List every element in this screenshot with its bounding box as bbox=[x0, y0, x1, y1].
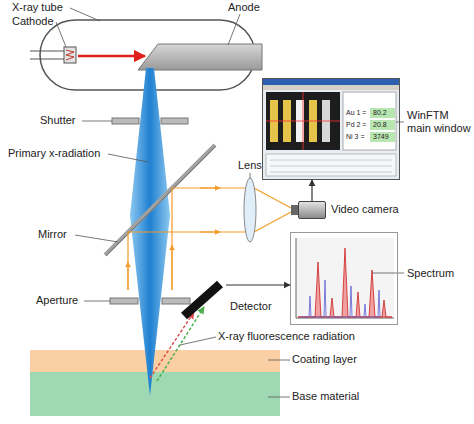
part-label: X-ray fluorescence radiation bbox=[218, 330, 355, 343]
reading-label: Pd 2 = bbox=[346, 120, 366, 130]
lens bbox=[244, 178, 256, 242]
coating-layer bbox=[30, 350, 280, 372]
reading-label: Ni 3 = bbox=[346, 132, 364, 142]
spectrum-reference bbox=[300, 280, 380, 317]
leader-line bbox=[75, 235, 118, 242]
camera-objective bbox=[291, 205, 298, 215]
leader-line bbox=[84, 301, 110, 302]
cathode-lead bbox=[30, 59, 64, 60]
leader-line bbox=[228, 14, 240, 45]
leader-line bbox=[250, 173, 251, 178]
light-path bbox=[254, 212, 291, 232]
signal-arrow bbox=[311, 180, 312, 201]
camera-image bbox=[266, 92, 340, 150]
detector: Detector bbox=[178, 278, 226, 322]
aperture-plate bbox=[162, 298, 190, 304]
screen-background bbox=[262, 78, 400, 180]
callout-label: Detector bbox=[230, 300, 272, 313]
title-bar bbox=[262, 78, 400, 85]
callout-label: Spectrum bbox=[407, 267, 454, 280]
shutter-plate bbox=[161, 118, 188, 124]
detector-outline bbox=[178, 278, 226, 322]
part-label: Mirror bbox=[38, 228, 67, 241]
mirror-edge bbox=[106, 146, 216, 256]
leader-line bbox=[56, 22, 66, 47]
light-path bbox=[254, 188, 291, 208]
leader-line bbox=[180, 337, 216, 345]
callout-label: Video camera bbox=[331, 203, 399, 216]
leader-line bbox=[372, 273, 404, 274]
reading-value: 20.8 bbox=[373, 120, 387, 130]
video-camera: Video camera bbox=[298, 201, 326, 219]
signal-arrow bbox=[226, 284, 290, 285]
detector-body bbox=[184, 284, 220, 316]
part-label: Aperture bbox=[36, 294, 78, 307]
result-panel bbox=[343, 92, 396, 150]
value-box bbox=[370, 108, 395, 118]
spectrum-axis bbox=[296, 318, 394, 319]
value-box bbox=[370, 120, 395, 130]
part-label: Shutter bbox=[40, 114, 75, 127]
table-line bbox=[270, 166, 392, 167]
table-area bbox=[266, 154, 396, 176]
reading-value: 3749 bbox=[373, 132, 389, 142]
anode bbox=[138, 44, 262, 70]
crosshair bbox=[266, 121, 340, 122]
menu-bar bbox=[262, 85, 400, 90]
reading-value: 80.2 bbox=[373, 108, 387, 118]
leader-line bbox=[108, 154, 148, 162]
part-label: Anode bbox=[228, 1, 260, 14]
value-box bbox=[370, 132, 395, 142]
light-path bbox=[172, 188, 246, 290]
light-arrow bbox=[200, 231, 220, 232]
light-path bbox=[128, 232, 246, 290]
plot-area bbox=[296, 238, 394, 318]
part-label: X-ray tube bbox=[12, 1, 63, 14]
cathode-filament bbox=[64, 47, 76, 63]
table-line bbox=[270, 160, 392, 161]
spectrum-background bbox=[290, 232, 398, 325]
aperture-plate bbox=[110, 298, 138, 304]
fluorescence-ray bbox=[157, 307, 204, 381]
shutter-plate bbox=[112, 118, 139, 124]
spectrum-peaks bbox=[298, 248, 392, 317]
cathode-lead bbox=[30, 51, 64, 52]
leader-line bbox=[396, 122, 404, 123]
leader-line bbox=[268, 397, 290, 398]
leader-line bbox=[268, 360, 290, 361]
part-label: Base material bbox=[292, 390, 359, 403]
part-label: Lens bbox=[238, 159, 262, 172]
screen-capture: WinFTM main window bbox=[262, 78, 400, 180]
electron-beam bbox=[78, 55, 145, 58]
light-arrow bbox=[171, 245, 172, 290]
filament-coil bbox=[66, 50, 74, 60]
light-arrow bbox=[200, 187, 220, 188]
part-label: Cathode bbox=[12, 15, 54, 28]
light-arrow bbox=[127, 262, 128, 290]
part-label: Coating layer bbox=[292, 353, 357, 366]
spectrum-axis bbox=[296, 238, 297, 318]
base-material bbox=[30, 372, 280, 416]
leader-line bbox=[70, 8, 100, 21]
spectrum-plot: Spectrum bbox=[290, 232, 398, 325]
part-label: Primary x-radiation bbox=[8, 147, 100, 160]
table-line bbox=[270, 172, 392, 173]
reading-label: Au 1 = bbox=[346, 108, 366, 118]
leader-line bbox=[82, 121, 112, 122]
callout-label: WinFTM main window bbox=[407, 109, 471, 135]
mirror bbox=[105, 145, 215, 255]
fluorescence-ray bbox=[150, 312, 194, 378]
